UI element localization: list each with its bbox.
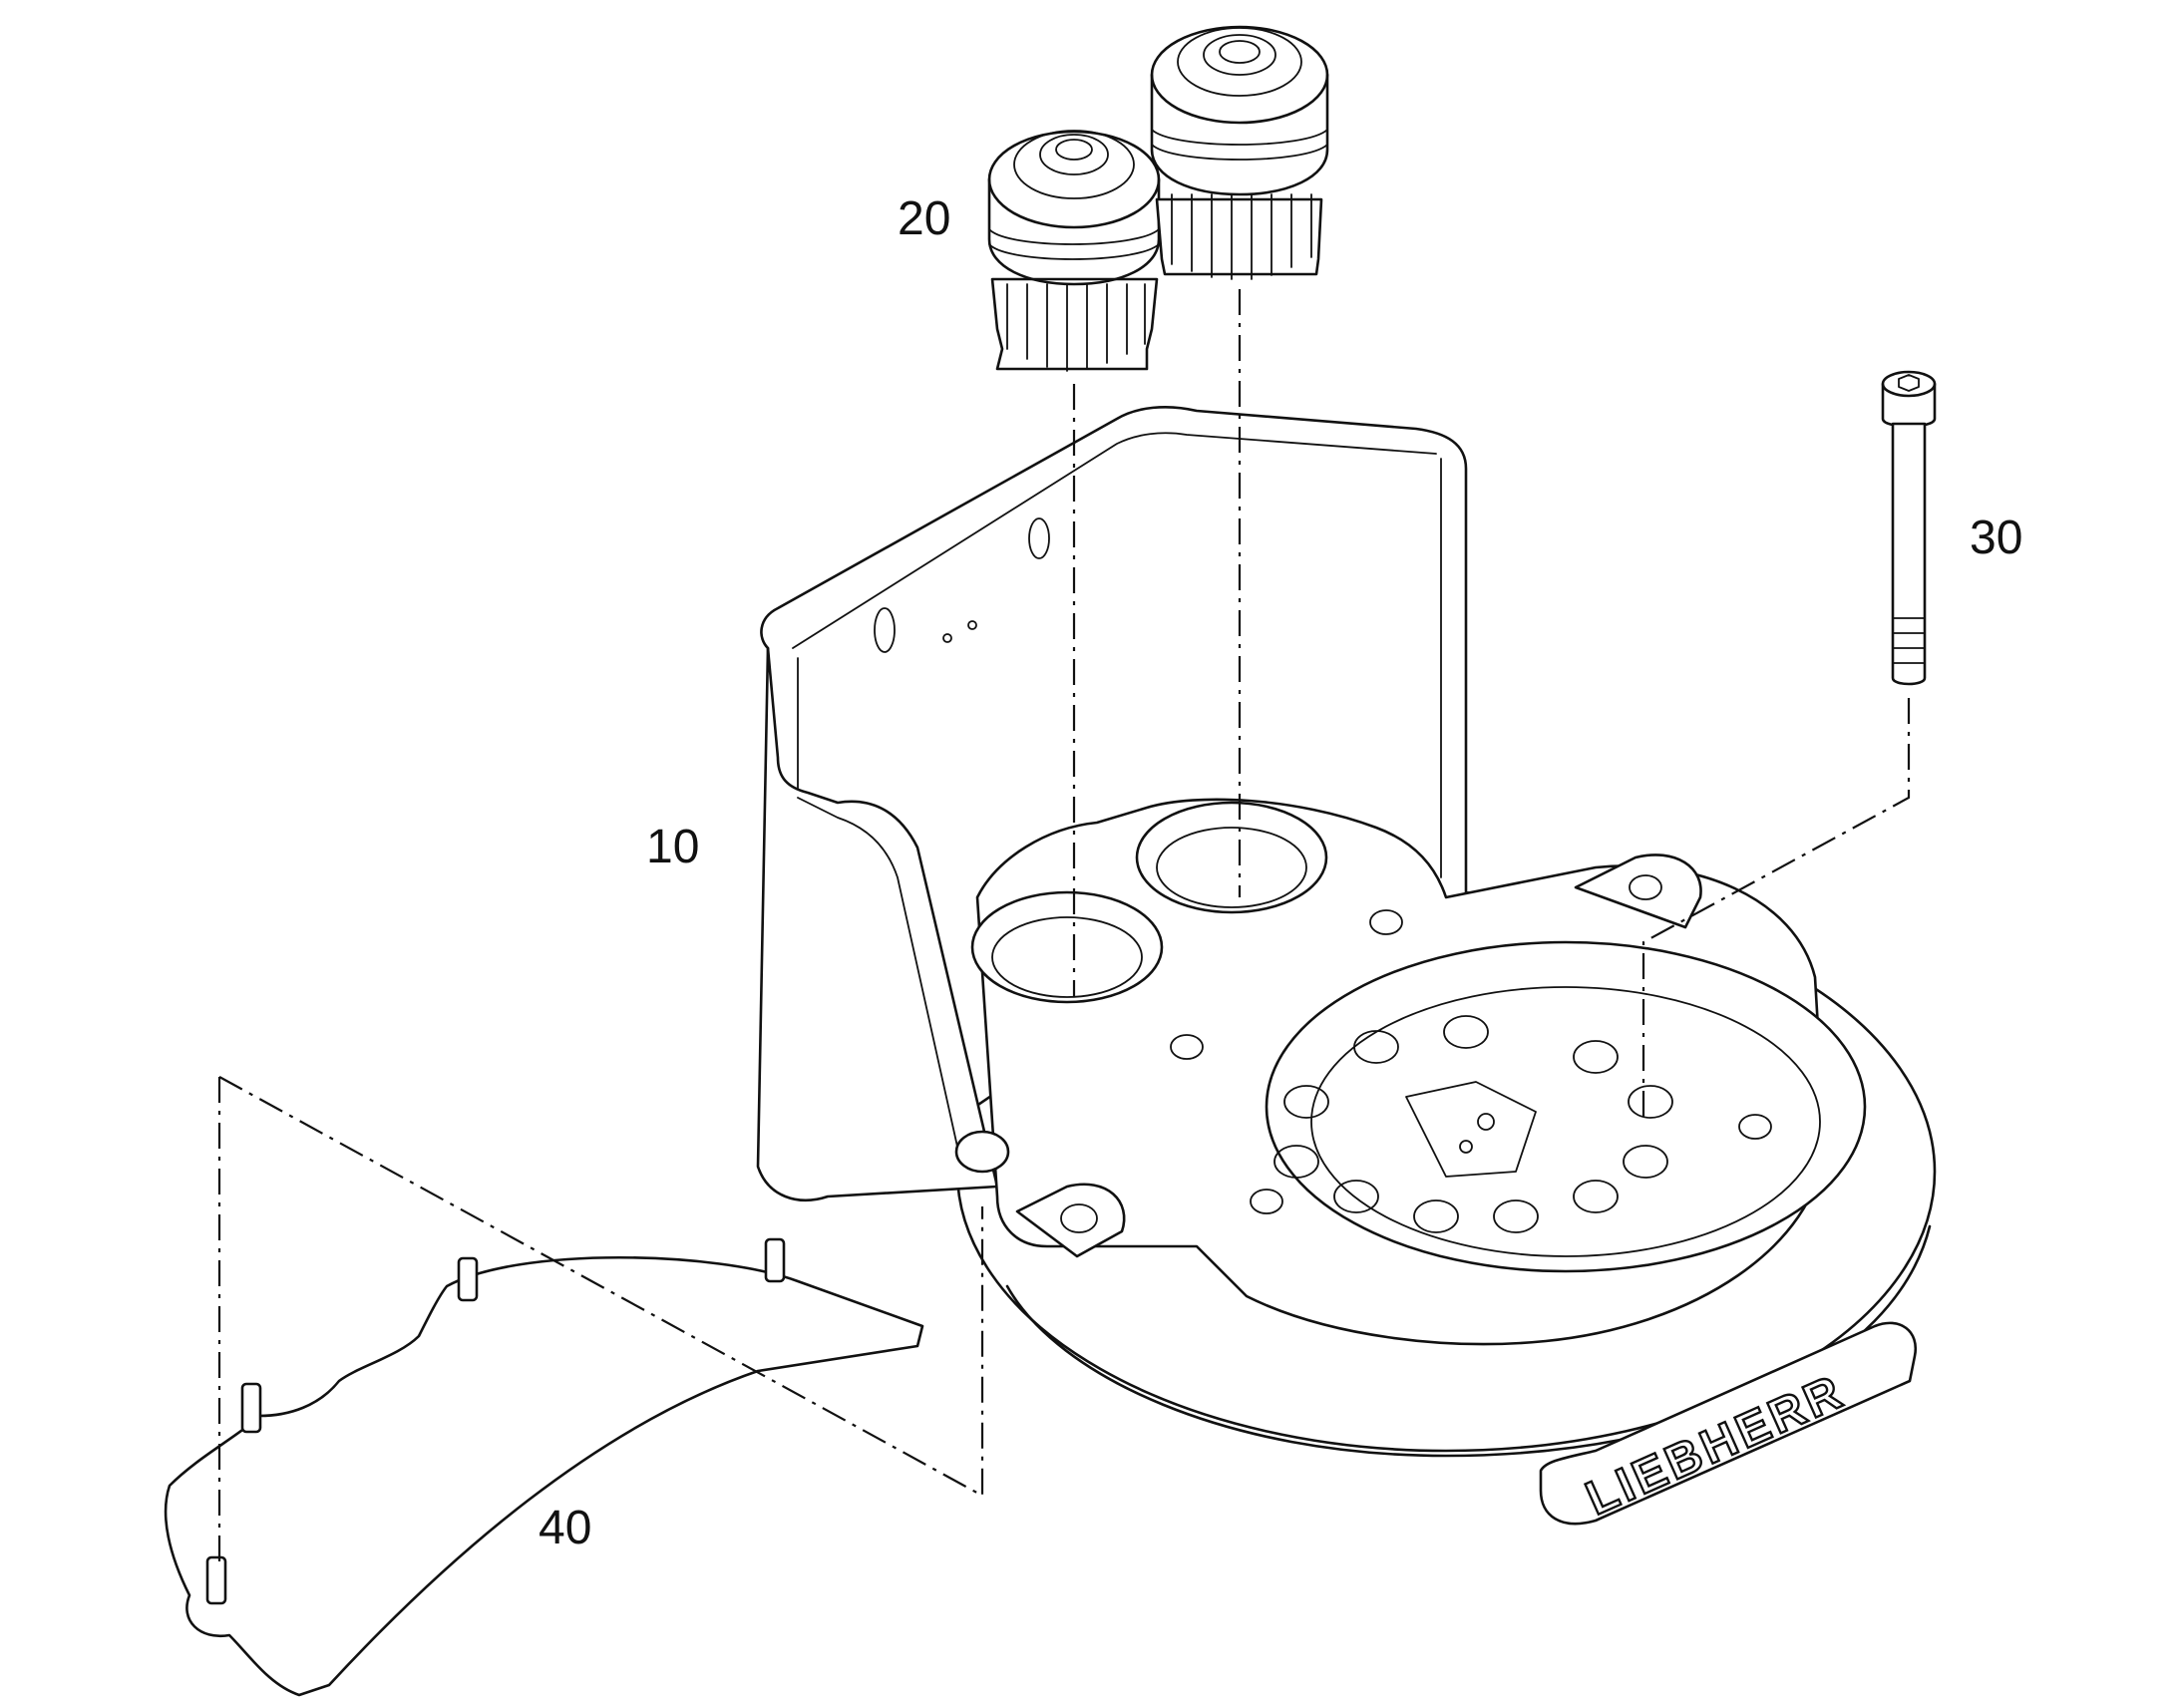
part-40-shim	[164, 1237, 924, 1697]
central-recess-inner	[1310, 986, 1821, 1257]
cartridge-left-teeth	[1006, 283, 1146, 372]
cartridge-right-collar	[1150, 73, 1329, 196]
shim-plate	[164, 1255, 924, 1697]
cartridge-left-top	[987, 130, 1161, 229]
front-shield-fold	[797, 797, 958, 1148]
wall-slot-1	[874, 607, 896, 653]
dowel-pins	[205, 1237, 786, 1605]
wall-slot-2	[1028, 517, 1050, 559]
hydraulic-nipple	[954, 1130, 1010, 1174]
central-recess	[1265, 940, 1867, 1273]
cartridge-left-body	[990, 277, 1159, 371]
bore-right	[1135, 801, 1328, 914]
cartridge-right-body	[1155, 197, 1323, 276]
bore-left-inner	[991, 916, 1143, 998]
shield-inner-rim	[792, 432, 1437, 649]
wall-hole-2	[967, 620, 977, 630]
cartridge-left-collar	[987, 177, 1161, 286]
bolt-shank	[1891, 422, 1927, 686]
part-20-gear-cartridge-right	[1150, 25, 1329, 280]
assembly-center-lines	[217, 289, 1911, 1565]
lug-front	[1015, 1183, 1126, 1258]
part-30-socket-bolt	[1881, 370, 1937, 686]
label-40: 40	[539, 1502, 591, 1554]
bore-right-inner	[1156, 827, 1307, 908]
lug-right	[1574, 854, 1702, 929]
wall-hole-1	[942, 633, 952, 643]
plate-holes	[1170, 909, 1772, 1233]
front-shield-panel	[756, 646, 999, 1201]
part-10-housing: LIEBHERR	[756, 406, 1937, 1527]
center-port-block	[1405, 1081, 1537, 1178]
label-20: 20	[898, 192, 950, 245]
label-30: 30	[1970, 512, 2022, 564]
brand-plate	[1539, 1321, 1918, 1526]
bolt-head-top	[1881, 370, 1937, 398]
label-10: 10	[646, 821, 699, 873]
cartridge-right-teeth	[1171, 193, 1312, 280]
part-20-gear-cartridge-left	[987, 130, 1161, 372]
hex-socket-icon	[1898, 374, 1920, 392]
bolt-thread	[1892, 617, 1926, 664]
bore-left	[970, 890, 1164, 1004]
